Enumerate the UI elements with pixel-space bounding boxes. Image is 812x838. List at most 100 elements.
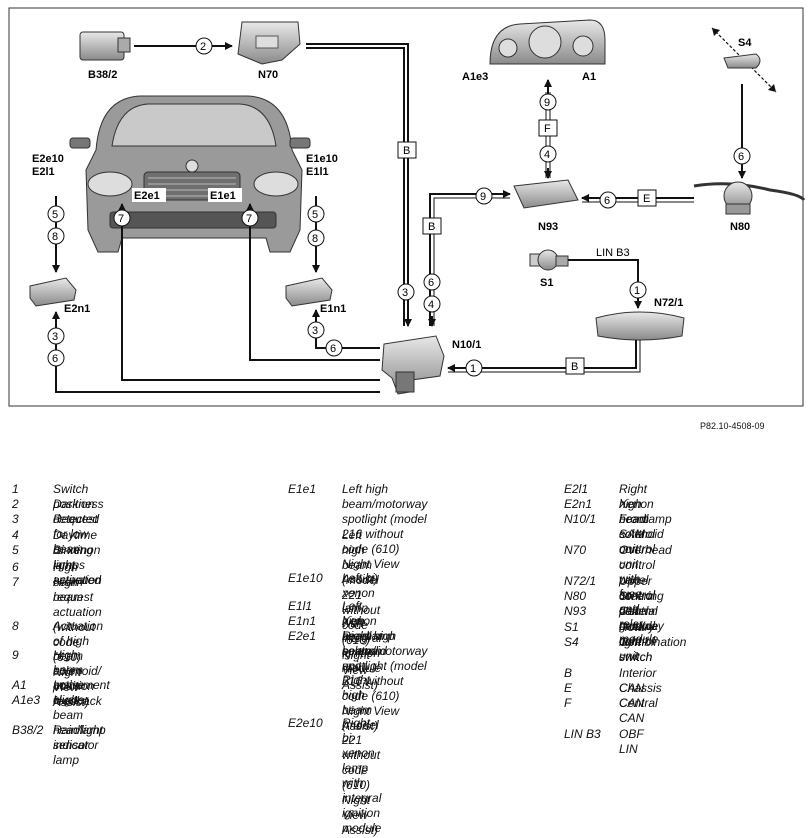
label-n70: N70 — [258, 69, 278, 81]
legend-key: A1e3 — [12, 693, 41, 707]
label-b38-2: B38/2 — [88, 69, 117, 81]
legend-description: Left high beam solenoid — [342, 599, 387, 658]
legend-key: E2e10 — [288, 716, 323, 730]
legend-description: Left high beam (model 221 without code (… — [342, 528, 381, 692]
front-sam-control-unit-n10-1 — [381, 335, 445, 395]
legend-description: Combination switch — [619, 635, 687, 664]
legend-key: E1n1 — [288, 614, 317, 628]
bus-b-2: B — [428, 221, 435, 233]
legend-description: Rotary light switch — [619, 620, 655, 664]
legend-key: N72/1 — [564, 574, 597, 588]
svg-text:4: 4 — [428, 299, 434, 311]
legend-description: Left high beam/motorway spotlight (model… — [342, 482, 428, 586]
num-8-left: 8 — [47, 227, 65, 245]
legend-key: 3 — [12, 512, 19, 526]
xenon-control-unit-e2n1 — [29, 277, 77, 307]
legend-key: 7 — [12, 575, 19, 589]
label-bg-e2e1 — [132, 188, 166, 202]
legend-key: 9 — [12, 648, 19, 662]
legend-description: Actuation of high beam solenoid/ positio… — [53, 619, 104, 708]
num-3-e2n1: 3 — [47, 327, 65, 345]
legend-description: Interior CAN — [619, 666, 657, 695]
label-s4: S4 — [738, 37, 752, 49]
svg-text:9: 9 — [544, 97, 550, 109]
svg-text:3: 3 — [402, 287, 408, 299]
legend-key: 5 — [12, 543, 19, 557]
figure-reference: P82.10-4508-09 — [700, 421, 765, 431]
legend-description: Central gateway control unit — [619, 604, 664, 663]
num-7-left: 7 — [113, 209, 131, 227]
num-3-n70: 3 — [397, 283, 415, 301]
num-4-a1: 4 — [539, 145, 557, 163]
num-9-a1: 9 — [539, 93, 557, 111]
label-n93: N93 — [538, 221, 558, 233]
legend-description: Right bi-xenon lamp with integral igniti… — [342, 716, 382, 835]
num-6-n80: 6 — [599, 191, 617, 209]
label-n80: N80 — [730, 221, 750, 233]
legend-key: F — [564, 696, 572, 710]
legend-key: E2l1 — [564, 482, 589, 496]
upper-control-panel-n72-1 — [595, 311, 685, 341]
svg-text:7: 7 — [118, 213, 124, 225]
svg-text:3: 3 — [312, 325, 318, 337]
legend-description: Xenon headlamp control unit — [342, 614, 395, 673]
svg-text:5: 5 — [52, 209, 58, 221]
bus-f: F — [544, 123, 551, 135]
wiring-diagram: B38/2 N70 A1e3 A1 S4 E2e1 — [8, 7, 806, 407]
legend-description: Right high beam/motorway spotlight (mode… — [342, 629, 428, 733]
legend-key: E1e1 — [288, 482, 317, 496]
legend-key: E2n1 — [564, 497, 593, 511]
bus-e: E — [643, 193, 650, 205]
num-6-e2n1: 6 — [47, 349, 65, 367]
num-7-right: 7 — [241, 209, 259, 227]
legend-description: Chassis CAN — [619, 681, 662, 710]
xenon-control-unit-e1n1 — [285, 277, 333, 307]
legend-description: Right high beam solenoid — [619, 482, 664, 541]
legend-description: High beam actuation (without code (610) … — [53, 575, 102, 709]
steering-column-module-n80 — [693, 181, 806, 215]
legend-description: High beam request — [53, 560, 94, 604]
num-1-s1: 1 — [629, 281, 647, 299]
num-5-right: 5 — [307, 205, 325, 223]
legend-description: Bi-xenon light actuation — [53, 543, 102, 587]
legend-description: OBF LIN — [619, 727, 644, 756]
label-e1e1: E1e1 — [210, 190, 236, 202]
legend-description: Overhead control panel control unit — [619, 543, 672, 617]
label-n10-1: N10/1 — [452, 339, 481, 351]
legend-key: N10/1 — [564, 512, 597, 526]
legend-key: 6 — [12, 560, 19, 574]
legend-key: E2e1 — [288, 629, 317, 643]
legend-description: Upper control panel control unit — [619, 574, 656, 648]
legend-description: Darkness detected — [53, 497, 104, 526]
label-e1e10: E1e10 — [306, 153, 338, 165]
overhead-control-panel-n70 — [237, 21, 301, 65]
num-6-e1n1: 6 — [325, 339, 343, 357]
label-a1: A1 — [582, 71, 596, 83]
label-bg-e1e1 — [208, 188, 242, 202]
legend-key: A1 — [12, 678, 27, 692]
legend-description: Central CAN — [619, 696, 658, 725]
svg-text:6: 6 — [330, 343, 336, 355]
svg-text:5: 5 — [312, 209, 318, 221]
car-front-illustration — [69, 95, 311, 253]
rain-light-sensor-b38-2 — [79, 31, 131, 61]
svg-text:1: 1 — [634, 285, 640, 297]
diagram-frame — [8, 7, 804, 407]
svg-text:6: 6 — [52, 353, 58, 365]
central-gateway-n93 — [513, 179, 579, 209]
legend-key: 2 — [12, 497, 19, 511]
legend-key: 4 — [12, 528, 19, 542]
label-a1e3: A1e3 — [462, 71, 488, 83]
svg-text:6: 6 — [604, 195, 610, 207]
combination-switch-s4 — [711, 27, 777, 93]
label-e1l1: E1l1 — [306, 166, 329, 178]
svg-text:1: 1 — [470, 363, 476, 375]
legend-description: Switch position — [53, 482, 95, 511]
legend-description: Left bi-xenon lamp with integral ignitio… — [342, 571, 382, 675]
legend-key: E — [564, 681, 573, 695]
legend-key: B — [564, 666, 573, 680]
legend-key: B38/2 — [12, 723, 44, 737]
legend-description: Front SAM control unit with fuse and rel… — [619, 512, 659, 646]
instrument-cluster-a1 — [489, 19, 606, 65]
legend-description: Xenon headlamp control unit — [619, 497, 672, 556]
